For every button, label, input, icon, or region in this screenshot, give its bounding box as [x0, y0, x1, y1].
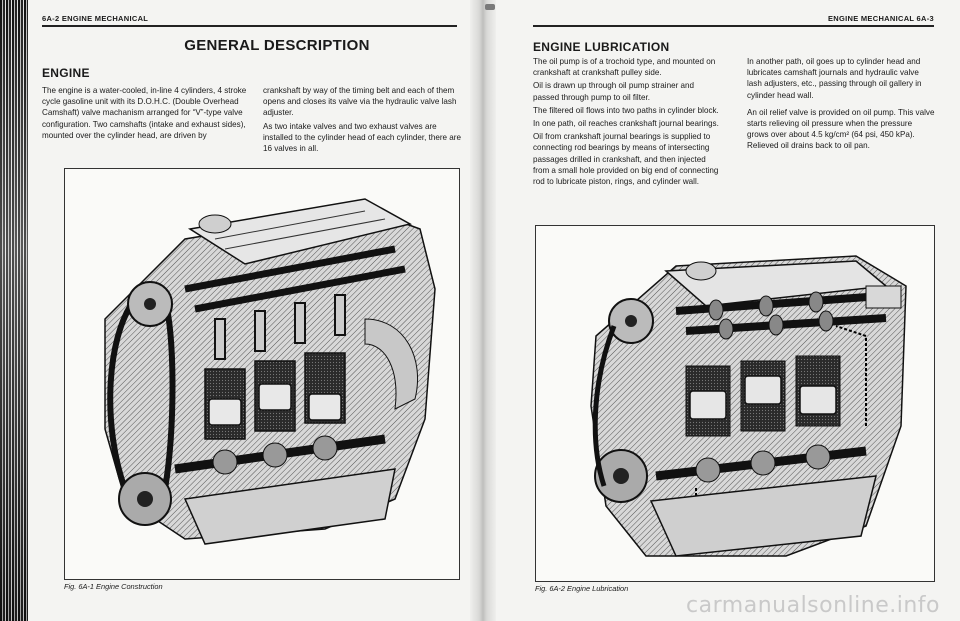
lub-paragraph-4: In one path, oil reaches crankshaft jour…: [533, 119, 719, 129]
page-gutter: [470, 0, 496, 621]
engine-paragraph-2: crankshaft by way of the timing belt and…: [263, 86, 457, 118]
engine-text-column-2: crankshaft by way of the timing belt and…: [263, 85, 463, 156]
lub-paragraph-6: In another path, oil goes up to cylinder…: [747, 57, 922, 100]
scan-binding-edge: [0, 0, 28, 621]
lubrication-heading: ENGINE LUBRICATION: [533, 40, 670, 54]
lubrication-cutaway-illustration: [590, 255, 907, 557]
engine-text-column-1: The engine is a water-cooled, in-line 4 …: [42, 85, 249, 143]
engine-heading: ENGINE: [42, 66, 90, 80]
watermark-text: carmanualsonline.info: [686, 593, 940, 618]
lub-paragraph-3: The filtered oil flows into two paths in…: [533, 105, 719, 115]
left-page-header: 6A-2 ENGINE MECHANICAL: [42, 14, 149, 23]
figure-caption-6a-2: Fig. 6A-2 Engine Lubrication: [535, 584, 629, 593]
gutter-tab-mark: [485, 4, 495, 10]
lubrication-text-column-2: In another path, oil goes up to cylinder…: [747, 56, 935, 154]
left-header-rule: [42, 25, 457, 27]
figure-caption-6a-1: Fig. 6A-1 Engine Construction: [64, 582, 163, 591]
engine-cutaway-illustration: [104, 198, 436, 545]
lub-paragraph-5: Oil from crankshaft journal bearings is …: [533, 132, 719, 187]
lub-paragraph-7: An oil relief valve is provided on oil p…: [747, 107, 935, 151]
engine-paragraph-1: The engine is a water-cooled, in-line 4 …: [42, 86, 247, 140]
engine-lubrication-figure: [535, 225, 935, 582]
lub-paragraph-2: Oil is drawn up through oil pump straine…: [533, 81, 695, 102]
lub-paragraph-1: The oil pump is of a trochoid type, and …: [533, 57, 716, 78]
right-page-header: ENGINE MECHANICAL 6A-3: [827, 14, 934, 23]
right-header-rule: [533, 25, 934, 27]
page-title: GENERAL DESCRIPTION: [184, 37, 370, 54]
engine-paragraph-3: As two intake valves and two exhaust val…: [263, 121, 461, 154]
engine-construction-figure: [64, 168, 460, 580]
lubrication-text-column-1: The oil pump is of a trochoid type, and …: [533, 56, 721, 189]
